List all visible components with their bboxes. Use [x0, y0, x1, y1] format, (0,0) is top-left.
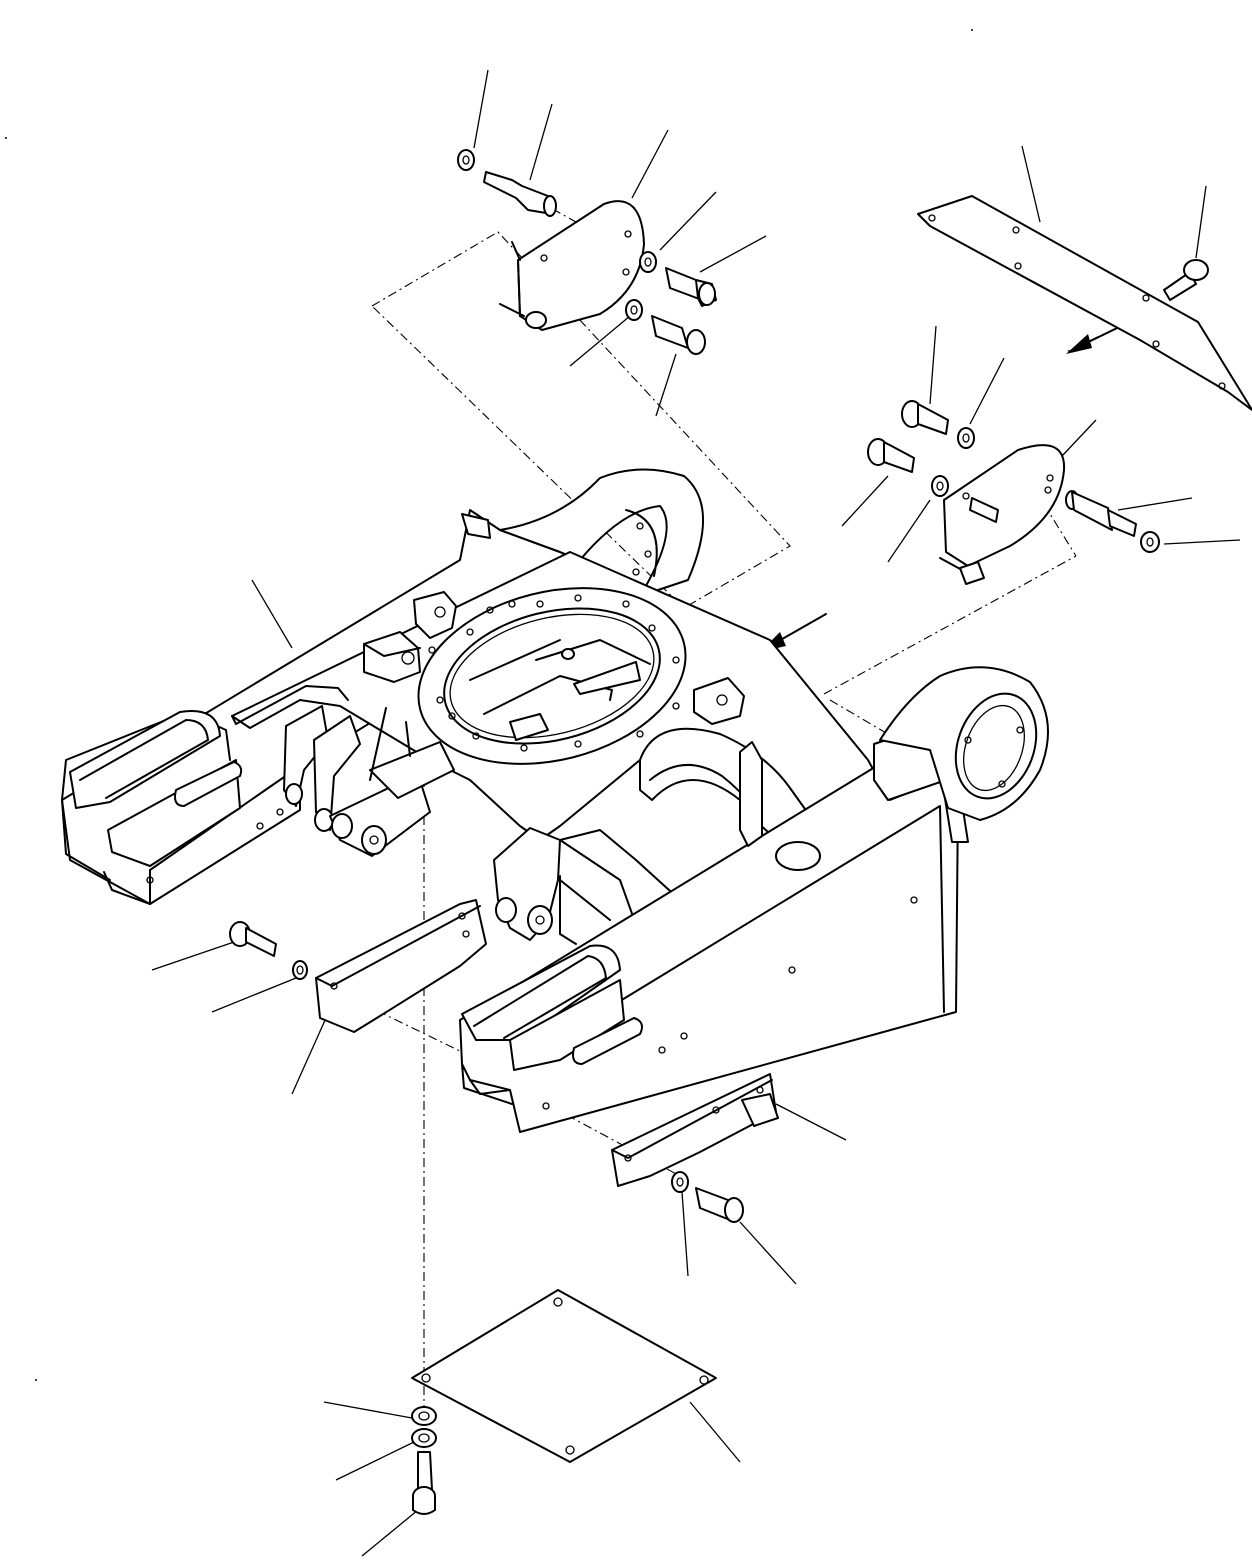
track-frame [61, 468, 1049, 1133]
bolt-icon [665, 267, 717, 307]
bolt-icon [867, 438, 915, 473]
arrow-icons [760, 313, 1147, 652]
washer-icon [457, 149, 475, 171]
bottom-cover-plate [411, 1289, 717, 1463]
guard-plate-top-right [917, 195, 1252, 411]
bolt-icon [651, 315, 706, 355]
bearing-ring-bolt-holes [428, 594, 680, 752]
washer-icon [625, 299, 643, 321]
washer-icon [411, 1406, 437, 1426]
spacer-icon [483, 171, 557, 217]
bracket-lower-right [611, 1073, 779, 1187]
leader-lines [151, 69, 1241, 1557]
cover-plate-right [939, 444, 1066, 585]
bolt-icon [412, 1451, 436, 1515]
cover-plate-upper-left [499, 200, 645, 331]
washer-icon [671, 1171, 689, 1193]
bolt-icon [901, 400, 949, 435]
washer-icon [931, 475, 949, 497]
washer-icon [411, 1428, 437, 1448]
washer-icon [639, 251, 657, 273]
bolt-icon [229, 921, 277, 957]
washer-icon [1140, 531, 1160, 553]
bolt-icon [695, 1187, 744, 1223]
washer-icon [292, 960, 308, 980]
bracket-lower-left [315, 899, 487, 1033]
spacer-icon [1065, 490, 1137, 537]
bolt-icon [1163, 259, 1209, 301]
washer-icon [957, 427, 975, 449]
